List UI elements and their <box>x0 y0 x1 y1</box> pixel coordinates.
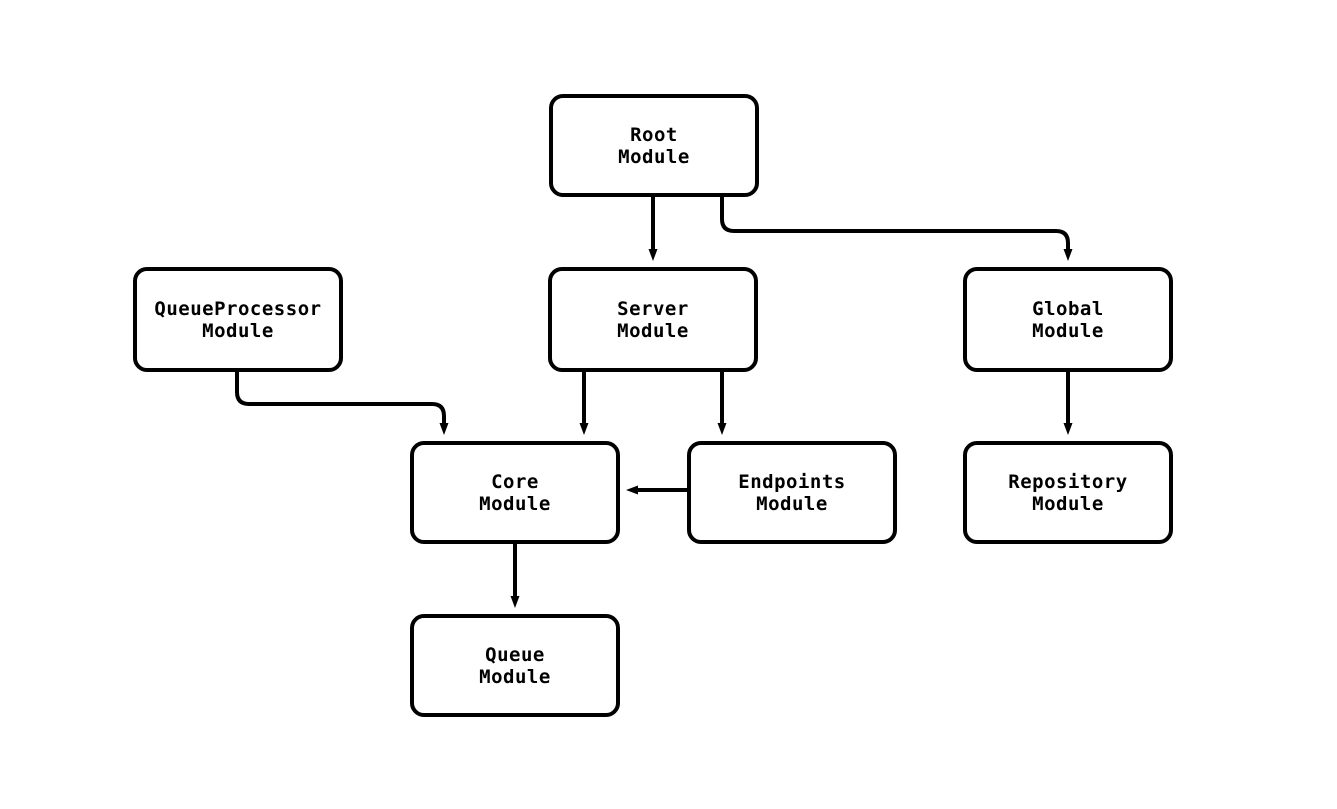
node-endpoints-module-line2: Module <box>756 492 828 515</box>
node-repository-module-line1: Repository <box>1008 470 1128 493</box>
node-root-module[interactable]: Root Module <box>549 94 759 197</box>
node-global-module-line2: Module <box>1032 319 1104 342</box>
node-queue-module-line1: Queue <box>485 643 545 666</box>
node-endpoints-module-line1: Endpoints <box>738 470 846 493</box>
node-core-module-line1: Core <box>491 470 539 493</box>
node-root-module-line2: Module <box>618 145 690 168</box>
node-endpoints-module[interactable]: Endpoints Module <box>687 441 897 544</box>
node-global-module-line1: Global <box>1032 297 1104 320</box>
node-core-module-line2: Module <box>479 492 551 515</box>
node-queueprocessor-module[interactable]: QueueProcessor Module <box>133 267 343 372</box>
node-core-module[interactable]: Core Module <box>410 441 620 544</box>
node-repository-module-line2: Module <box>1032 492 1104 515</box>
node-queueprocessor-module-line1: QueueProcessor <box>154 297 322 320</box>
node-queue-module-line2: Module <box>479 665 551 688</box>
node-queue-module[interactable]: Queue Module <box>410 614 620 717</box>
node-queueprocessor-module-line2: Module <box>202 319 274 342</box>
node-repository-module[interactable]: Repository Module <box>963 441 1173 544</box>
node-global-module[interactable]: Global Module <box>963 267 1173 372</box>
edge-root-to-global <box>720 197 1073 261</box>
edge-queueprocessor-to-core <box>235 372 449 435</box>
node-server-module-line1: Server <box>617 297 689 320</box>
node-root-module-line1: Root <box>630 123 678 146</box>
node-server-module-line2: Module <box>617 319 689 342</box>
node-server-module[interactable]: Server Module <box>548 267 758 372</box>
